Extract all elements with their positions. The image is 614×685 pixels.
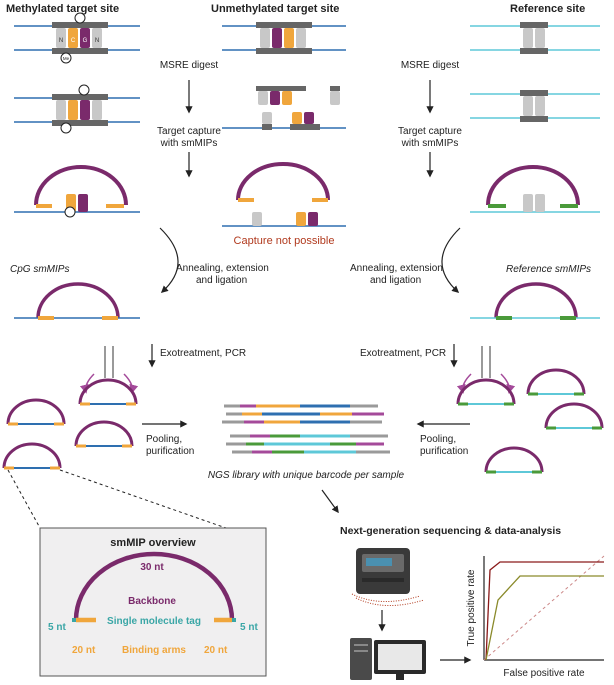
arm-nt-left: 20 nt [72, 645, 96, 656]
backbone-label: Backbone [128, 596, 176, 607]
exotreatment-label-left: Exotreatment, PCR [160, 348, 246, 359]
ngs-library-reads [222, 404, 390, 454]
target-capture-label-right: Target capture [398, 126, 462, 137]
smmip-overview-panel: smMIP overview 30 nt Backbone Single mol… [39, 527, 267, 677]
cpg-smmip-ligated [14, 282, 140, 320]
capture-not-possible-label: Capture not possible [234, 235, 335, 247]
svg-text:G: G [83, 38, 88, 44]
annealing-label-left-2: and ligation [196, 275, 247, 286]
roc-xlabel: False positive rate [503, 668, 585, 679]
next-gen-title: Next-generation sequencing & data-analys… [340, 525, 561, 537]
pooling-label-left-2: purification [146, 446, 194, 457]
backbone-nt-label: 30 nt [140, 562, 164, 573]
msre-digest-label-right: MSRE digest [401, 60, 460, 71]
reference-captured-smmip [470, 165, 600, 213]
unmethylated-column-title: Unmethylated target site [211, 3, 339, 15]
unmethylated-digested-fragments [222, 86, 346, 130]
annealing-label-left: Annealing, extension [176, 263, 269, 274]
annealing-label-right-2: and ligation [370, 275, 421, 286]
tag-nt-right: 5 nt [240, 622, 258, 633]
svg-text:N: N [95, 38, 99, 44]
roc-curve-plot: True positive rate False positive rate [466, 555, 605, 679]
methylated-captured-smmip [14, 165, 140, 218]
svg-text:C: C [71, 38, 76, 44]
arms-label: Binding arms [122, 645, 186, 656]
target-capture-label-left: Target capture [157, 126, 221, 137]
sequencer-icon [351, 548, 425, 607]
unmethylated-dna-1 [222, 22, 346, 54]
msre-digest-label-left: MSRE digest [160, 60, 219, 71]
methylated-dna-2 [14, 84, 140, 134]
svg-text:N: N [59, 38, 63, 44]
target-capture-label-right-2: with smMIPs [401, 138, 459, 149]
pooling-label-right-2: purification [420, 446, 468, 457]
cpg-smmips-label: CpG smMIPs [10, 264, 69, 275]
unmethylated-failed-capture [222, 162, 346, 227]
cpg-smmip-products [2, 378, 138, 470]
reference-smmip-products [456, 368, 604, 474]
target-capture-label-left-2: with smMIPs [160, 138, 218, 149]
arm-nt-right: 20 nt [204, 645, 228, 656]
computer-icon [350, 638, 426, 680]
methylated-column-title: Methylated target site [6, 3, 119, 15]
methylated-dna-1: N C G N Me [14, 12, 140, 64]
svg-text:Me: Me [63, 56, 70, 61]
reference-dna-1 [470, 22, 600, 54]
overview-title: smMIP overview [110, 537, 196, 549]
reference-column-title: Reference site [510, 3, 585, 15]
annealing-label-right: Annealing, extension [350, 263, 443, 274]
pooling-label-left: Pooling, [146, 434, 182, 445]
ngs-library-label: NGS library with unique barcode per samp… [208, 470, 405, 481]
pooling-label-right: Pooling, [420, 434, 456, 445]
exotreatment-label-right: Exotreatment, PCR [360, 348, 446, 359]
tag-label: Single molecule tag [107, 616, 201, 627]
reference-smmips-label: Reference smMIPs [506, 264, 591, 275]
roc-ylabel: True positive rate [466, 569, 477, 646]
reference-smmip-ligated [470, 282, 600, 320]
reference-dna-2 [470, 90, 600, 122]
tag-nt-left: 5 nt [48, 622, 66, 633]
